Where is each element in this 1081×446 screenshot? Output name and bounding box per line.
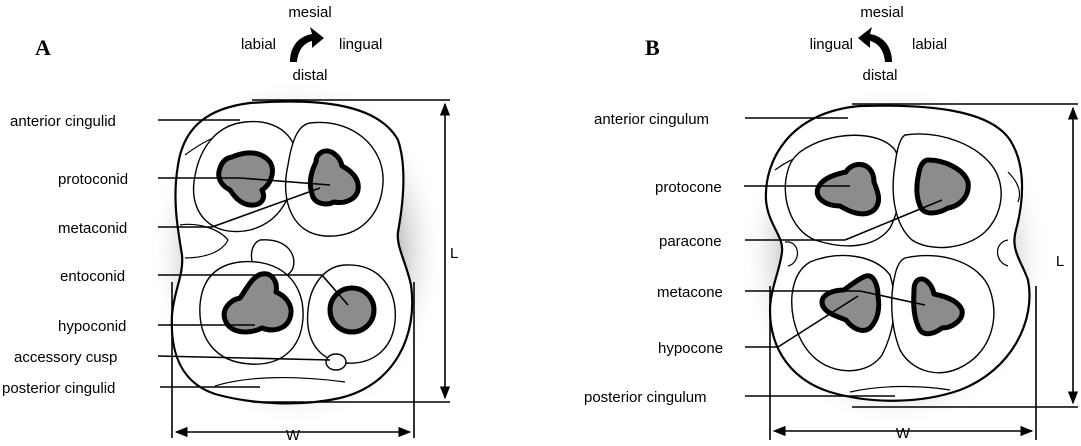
panel-b-left-label: lingual (810, 36, 853, 53)
panel-b-orientation: mesial lingual labial distal (810, 4, 947, 84)
panel-b-posterior-label: posterior cingulum (584, 389, 707, 406)
panel-b-length-measure: L (852, 103, 1079, 408)
panel-a-anterior-label: anterior cingulid (10, 113, 116, 130)
panel-a-length-measure: L (252, 99, 458, 403)
panel-a-letter: A (35, 35, 51, 60)
panel-b-anterior-label: anterior cingulum (594, 111, 709, 128)
panel-a-accessory-label: accessory cusp (14, 349, 117, 366)
panel-b-cusp2-label: paracone (659, 233, 722, 250)
panel-b-letter: B (645, 35, 660, 60)
panel-b-cusp3-label: metacone (657, 284, 723, 301)
panel-a-cusp2-label: metaconid (58, 220, 127, 237)
panel-b-cusp1-label: protocone (655, 179, 722, 196)
panel-a-cusp4-label: hypoconid (58, 318, 126, 335)
panel-a-left-label: labial (241, 36, 276, 53)
panel-b-width-label: W (896, 425, 911, 442)
panel-b-mesial-label: mesial (860, 4, 903, 21)
panel-a-mesial-label: mesial (288, 4, 331, 21)
panel-a-labels: anterior cingulid protoconid metaconid e… (2, 113, 128, 397)
panel-b-curved-arrow-icon (858, 27, 892, 62)
panel-a-right-label: lingual (339, 36, 382, 53)
panel-b-right-label: labial (912, 36, 947, 53)
panel-a-width-measure: W (171, 282, 415, 444)
panel-b: B mesial lingual labial distal (584, 4, 1079, 442)
panel-a-posterior-label: posterior cingulid (2, 380, 115, 397)
panel-a-curved-arrow-icon (290, 27, 324, 62)
panel-b-distal-label: distal (862, 67, 897, 84)
panel-b-cusp4-label: hypocone (658, 340, 723, 357)
panel-b-labels: anterior cingulum protocone paracone met… (584, 111, 723, 406)
panel-a-cusp3-label: entoconid (60, 268, 125, 285)
panel-b-tooth (740, 84, 1050, 428)
panel-a-length-label: L (450, 245, 458, 262)
panel-a-leader-lines (157, 119, 349, 388)
panel-a: A mesial labial lingual distal (2, 4, 458, 444)
panel-b-width-measure: W (769, 286, 1037, 442)
panel-a-cusp1-label: protoconid (58, 171, 128, 188)
panel-a-width-label: W (286, 427, 301, 444)
panel-a-orientation: mesial labial lingual distal (241, 4, 382, 84)
panel-a-accessory-cusp (325, 353, 347, 371)
panel-b-length-label: L (1056, 253, 1064, 270)
panel-a-tooth (149, 77, 445, 427)
